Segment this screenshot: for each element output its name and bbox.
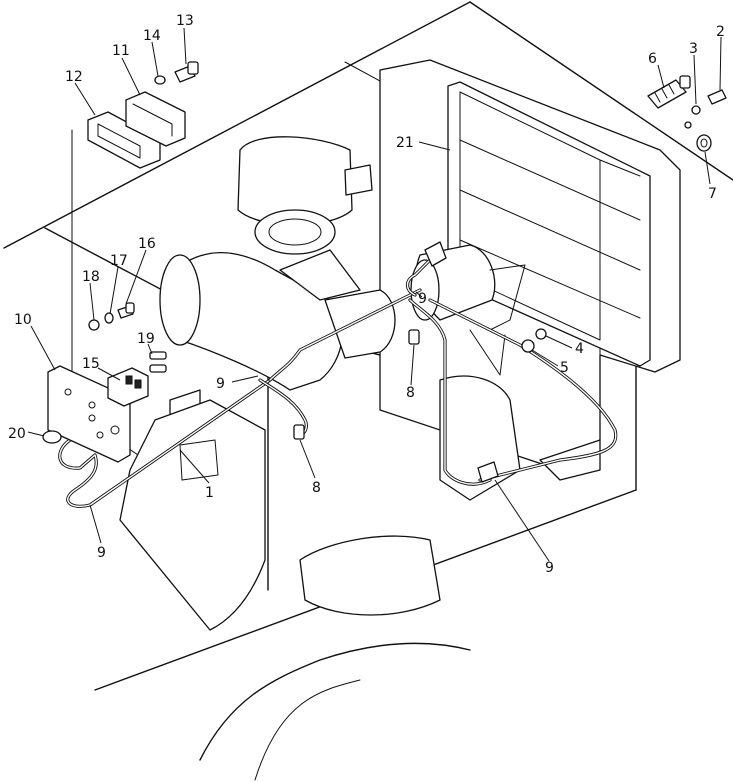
relay-bracket	[42, 365, 149, 463]
cover-and-gasket	[87, 91, 186, 169]
callout-2: 2	[716, 24, 725, 40]
callout-8b: 8	[312, 480, 321, 496]
wire-harness	[58, 258, 618, 508]
callout-labels: 1 2 3 4 5 6 7 8 8 9 9 9 9 10 11 12 13 14…	[8, 13, 725, 576]
callout-16: 16	[138, 236, 156, 252]
radiator-housing	[379, 59, 681, 481]
callout-3: 3	[689, 41, 698, 57]
callout-13: 13	[176, 13, 194, 29]
leader-lines	[27, 27, 722, 562]
callout-6: 6	[648, 51, 657, 67]
callout-9b: 9	[418, 291, 427, 307]
callout-9d: 9	[545, 560, 554, 576]
callout-9a: 9	[216, 376, 225, 392]
callout-12: 12	[65, 69, 83, 85]
callout-17: 17	[110, 253, 128, 269]
callout-21: 21	[396, 135, 414, 151]
callout-8a: 8	[406, 385, 415, 401]
callout-18: 18	[82, 269, 100, 285]
clips-and-terminals	[293, 241, 499, 483]
hardware	[88, 61, 727, 373]
callout-11: 11	[112, 43, 130, 59]
callout-9c: 9	[97, 545, 106, 561]
callout-1: 1	[205, 485, 214, 501]
callout-20: 20	[8, 426, 26, 442]
callout-7: 7	[708, 186, 717, 202]
callout-19: 19	[137, 331, 155, 347]
callout-4: 4	[575, 341, 584, 357]
callout-5: 5	[560, 360, 569, 376]
callout-15: 15	[82, 356, 100, 372]
engine-assembly	[119, 136, 521, 781]
callout-10: 10	[14, 312, 32, 328]
callout-14: 14	[143, 28, 161, 44]
